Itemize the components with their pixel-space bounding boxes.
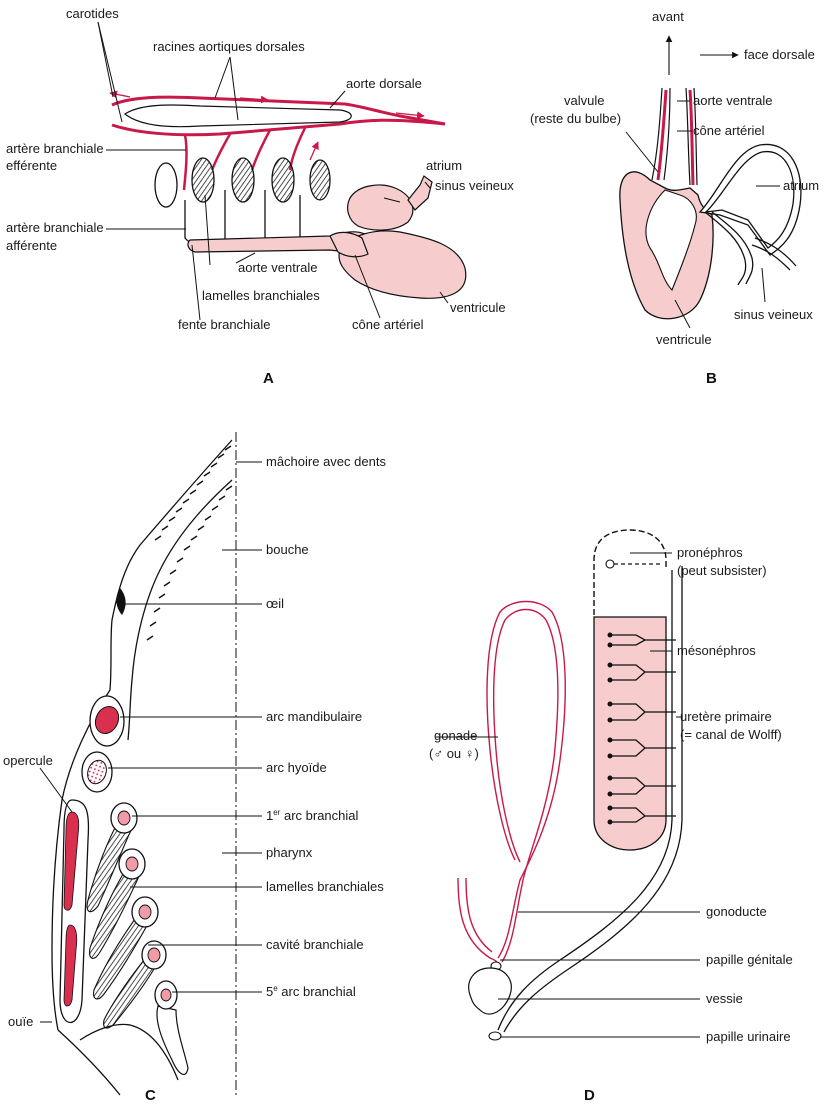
- label-uretere-1: uretère primaire: [680, 709, 772, 724]
- label-lamelles-branchiales-a: lamelles branchiales: [202, 288, 320, 303]
- label-artere-afferente-1: artère branchiale: [6, 220, 104, 235]
- head-inner-outline: [128, 480, 232, 740]
- mouth-floor: [58, 1024, 178, 1095]
- panel-d-urogenital-diagram: [436, 530, 700, 1040]
- label-machoire: mâchoire avec dents: [266, 454, 386, 469]
- atrium-shape-b: [700, 144, 801, 255]
- label-papille-genitale: papille génitale: [706, 952, 793, 967]
- bladder-shape: [469, 968, 512, 1014]
- gill-arches: [87, 803, 188, 1074]
- label-papille-urinaire: papille urinaire: [706, 1029, 791, 1044]
- label-sinus-veineux-a: sinus veineux: [435, 178, 514, 193]
- label-atrium-a: atrium: [426, 158, 462, 173]
- eye-shape: [116, 588, 125, 615]
- label-bouche: bouche: [266, 542, 309, 557]
- label-pharynx: pharynx: [266, 845, 313, 860]
- panel-c-head-section: [40, 432, 262, 1095]
- label-valvule-1: valvule: [564, 93, 604, 108]
- panel-label-c: C: [145, 1087, 156, 1104]
- panel-b-heart-section: [620, 36, 801, 328]
- label-avant: avant: [652, 9, 684, 24]
- panel-label-a: A: [263, 370, 274, 387]
- gill-slits: [155, 158, 330, 207]
- label-artere-afferente-2: afférente: [6, 238, 57, 253]
- label-racines-aortiques: racines aortiques dorsales: [153, 39, 305, 54]
- label-arc-branchial-5: 5e arc branchial: [266, 984, 356, 999]
- panel-label-d: D: [584, 1087, 595, 1104]
- label-carotides: carotides: [66, 6, 119, 21]
- label-aorte-dorsale-a: aorte dorsale: [346, 76, 422, 91]
- label-pronephros-2: (peut subsister): [677, 563, 767, 578]
- mesonephros-shape: [594, 617, 666, 850]
- teeth: [147, 446, 232, 640]
- label-sinus-veineux-b: sinus veineux: [734, 307, 813, 322]
- label-face-dorsale: face dorsale: [744, 47, 815, 62]
- label-mesonephros: mésonéphros: [677, 643, 756, 658]
- label-uretere-2: (= canal de Wolff): [680, 727, 782, 742]
- label-valvule-2: (reste du bulbe): [530, 111, 621, 126]
- label-opercule: opercule: [3, 753, 53, 768]
- label-gonade-2: (♂ ou ♀): [429, 746, 479, 761]
- panel-label-b: B: [706, 370, 717, 387]
- sinus-venosus-shape-a: [408, 176, 432, 210]
- pronephros-outline: [594, 530, 666, 615]
- gonad-inner: [494, 610, 558, 963]
- label-cavite-branchiale: cavité branchiale: [266, 937, 364, 952]
- label-ouie: ouïe: [8, 1014, 33, 1029]
- label-cone-arteriel-a: cône artériel: [352, 317, 424, 332]
- label-atrium-b: atrium: [783, 178, 819, 193]
- label-fente-branchiale: fente branchiale: [178, 317, 271, 332]
- label-pronephros-1: pronéphros: [677, 545, 743, 560]
- label-arc-mandibulaire: arc mandibulaire: [266, 709, 362, 724]
- label-cone-arteriel-b: cône artériel: [693, 123, 765, 138]
- label-gonoducte: gonoducte: [706, 904, 767, 919]
- label-aorte-ventrale-b: aorte ventrale: [693, 93, 773, 108]
- atrium-shape-a: [348, 185, 413, 230]
- label-artere-efferente-1: artère branchiale: [6, 141, 104, 156]
- flow-arrow-efferent: [310, 142, 318, 160]
- label-arc-hyoide: arc hyoïde: [266, 760, 327, 775]
- label-gonade-1: gonade: [434, 728, 477, 743]
- label-oeil: œil: [266, 596, 284, 611]
- label-ventricule-b: ventricule: [656, 332, 712, 347]
- label-lamelles-branchiales-c: lamelles branchiales: [266, 879, 384, 894]
- urinary-papilla-shape: [489, 1032, 501, 1040]
- label-arc-branchial-1: 1er arc branchial: [266, 808, 359, 823]
- dorsal-aorta-lower: [112, 120, 445, 134]
- gonoduct-red: [458, 878, 498, 965]
- label-vessie: vessie: [706, 991, 743, 1006]
- label-artere-efferente-2: efférente: [6, 158, 57, 173]
- panel-a-circulation-diagram: [98, 22, 466, 320]
- label-ventricule-a: ventricule: [450, 300, 506, 315]
- pronephros-tubule: [606, 560, 614, 568]
- label-aorte-ventrale-a: aorte ventrale: [238, 260, 318, 275]
- aortic-roots-loop: [125, 105, 351, 127]
